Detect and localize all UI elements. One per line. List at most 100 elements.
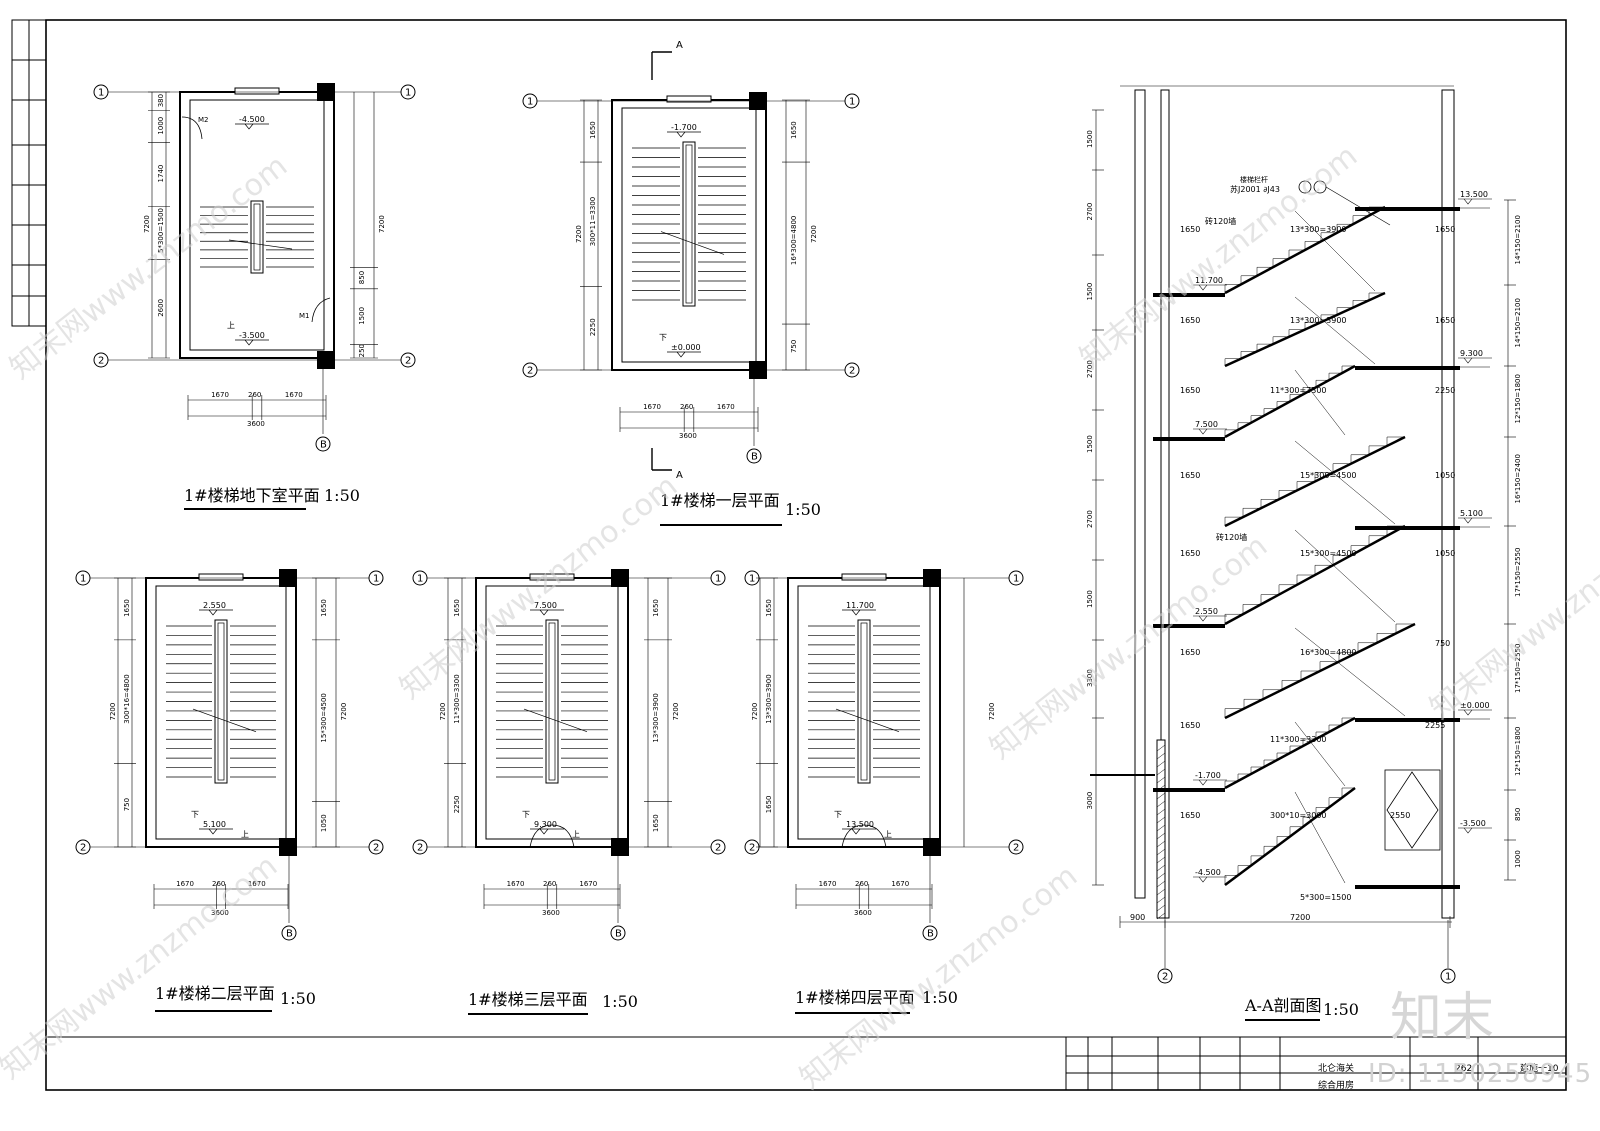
stair-step xyxy=(1288,249,1305,259)
plan-title-fourth: 1#楼梯四层平面 1:50 xyxy=(795,988,958,1014)
hatch xyxy=(1156,840,1166,848)
landing-label-left: 1650 xyxy=(1180,225,1200,234)
flight-label: 11*300=3300 xyxy=(1270,735,1327,744)
svg-text:1:50: 1:50 xyxy=(922,988,958,1007)
stair-step xyxy=(1350,545,1369,556)
svg-text:1#楼梯四层平面: 1#楼梯四层平面 xyxy=(795,988,915,1007)
svg-text:知末网www.znzmo.com: 知末网www.znzmo.com xyxy=(1423,488,1600,726)
section-level: 2.550 xyxy=(1195,607,1218,616)
hatch xyxy=(1156,808,1166,816)
break-line xyxy=(523,708,588,733)
section-axis-1 xyxy=(1440,968,1456,984)
stair-step xyxy=(1320,232,1337,242)
axis-1-left-label: 1 xyxy=(527,97,533,108)
break-line xyxy=(228,239,293,250)
axis-b xyxy=(746,448,762,464)
stair-step xyxy=(1272,336,1289,345)
door-swing xyxy=(841,824,887,848)
level-triangle xyxy=(539,609,549,616)
axis-1-right xyxy=(844,93,860,109)
landing-label-left: 1650 xyxy=(1180,316,1200,325)
section-dim-right: 12*150=1800 xyxy=(1514,727,1522,776)
axis-1-right-label: 1 xyxy=(715,574,721,585)
dim-text-right: 13*300=3900 xyxy=(652,693,660,742)
stair-step xyxy=(1224,516,1243,526)
axis-b-label: B xyxy=(286,929,293,940)
dim-text: 1670 xyxy=(579,880,597,888)
stair-step xyxy=(1263,408,1277,416)
column xyxy=(923,569,941,587)
level-triangle xyxy=(539,828,549,835)
stair-step xyxy=(1289,394,1303,402)
stair-step xyxy=(1341,365,1355,374)
dim-text-left: 1000 xyxy=(157,117,165,135)
level-triangle xyxy=(676,351,686,358)
stair-step xyxy=(1272,258,1289,268)
door-label: M2 xyxy=(198,116,209,124)
level-triangle xyxy=(676,131,686,138)
section-level: 9.300 xyxy=(1460,349,1483,358)
drawing-number: 建施一10 xyxy=(1520,1062,1559,1074)
stair-well-inner xyxy=(253,203,261,271)
level-triangle xyxy=(208,609,218,616)
stair-step xyxy=(1302,387,1316,395)
building-name: 综合用房 xyxy=(1318,1079,1354,1091)
dim-text-left: 13*300=3900 xyxy=(765,674,773,723)
stair-step xyxy=(1332,555,1351,566)
stair-flight-back xyxy=(1294,296,1376,365)
section-level: ±0.000 xyxy=(1460,701,1490,710)
section-dim-bottom: 900 xyxy=(1130,913,1145,922)
stair-flight-back xyxy=(1294,529,1396,623)
floor-slab xyxy=(1153,293,1225,297)
hatch xyxy=(1156,792,1166,800)
axis-2-right-label: 2 xyxy=(405,356,411,367)
dim-text: 1670 xyxy=(643,403,661,411)
stair-step xyxy=(1289,745,1303,753)
level-triangle xyxy=(1463,357,1473,364)
axis-1-right xyxy=(1008,570,1024,586)
axis-b-label: B xyxy=(927,929,934,940)
dim-total-right: 7200 xyxy=(988,703,996,721)
section-level: -3.500 xyxy=(1460,819,1486,828)
floor-slab xyxy=(1355,207,1460,211)
axis-2-right xyxy=(710,839,726,855)
axis-1-left xyxy=(412,570,428,586)
dim-total-left: 7200 xyxy=(751,703,759,721)
stair-step xyxy=(1278,584,1297,595)
stair-step xyxy=(1237,865,1251,876)
level-triangle xyxy=(208,828,218,835)
section-mark: A xyxy=(676,470,683,481)
stair-step xyxy=(1315,379,1329,388)
plan-title-third: 1#楼梯三层平面 1:50 xyxy=(468,990,638,1015)
dim-text: 260 xyxy=(248,391,261,399)
section-dim-left: 2700 xyxy=(1086,360,1094,378)
svg-text:知末网www.znzmo.com: 知末网www.znzmo.com xyxy=(3,148,294,386)
flight-label: 15*300=4500 xyxy=(1300,549,1357,558)
floor-slab xyxy=(1355,526,1460,530)
axis-b xyxy=(315,436,331,452)
column xyxy=(923,838,941,856)
stair-step xyxy=(1296,574,1315,585)
axis-2-right xyxy=(400,352,416,368)
hatch xyxy=(1156,752,1166,760)
watermark-logo: 知末 xyxy=(1390,988,1494,1048)
dim-text: 1670 xyxy=(211,391,229,399)
svg-text:1#楼梯三层平面: 1#楼梯三层平面 xyxy=(468,990,588,1009)
flight-label: 15*300=4500 xyxy=(1300,471,1357,480)
dim-text: 260 xyxy=(680,403,693,411)
landing-label-left: 1650 xyxy=(1180,549,1200,558)
level-mark: 2.550 xyxy=(203,601,226,610)
stair-step xyxy=(1336,223,1353,233)
stair-step xyxy=(1341,717,1355,725)
dim-text-right: 1650 xyxy=(652,599,660,617)
stair-step xyxy=(1357,642,1377,653)
section-dim-right: 14*150=2100 xyxy=(1514,215,1522,264)
level-triangle xyxy=(1198,615,1208,622)
stair-step xyxy=(1395,623,1415,634)
stair-flight-back xyxy=(1294,440,1396,525)
stair-step xyxy=(1341,787,1355,798)
level-mark: -4.500 xyxy=(239,115,265,124)
dim-text-left: 1740 xyxy=(157,165,165,183)
stair-well xyxy=(214,619,228,784)
